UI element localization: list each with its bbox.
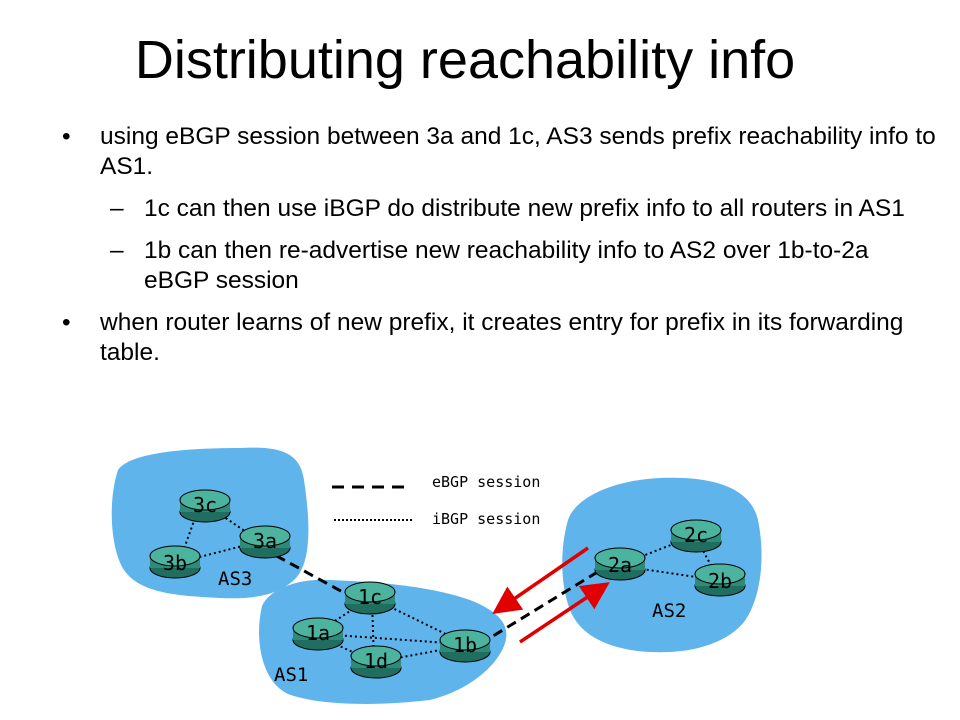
- bullet-list: • using eBGP session between 3a and 1c, …: [58, 122, 938, 380]
- ibgp-link-1a-1b: [319, 633, 463, 645]
- advert-arrow-up: [492, 546, 589, 614]
- bullet-mark: •: [62, 309, 71, 336]
- legend-ebgp-label: eBGP session: [432, 473, 540, 491]
- router-label-1c: 1c: [358, 585, 382, 609]
- bullet-item: • when router learns of new prefix, it c…: [58, 308, 938, 368]
- router-label-3a: 3a: [253, 529, 277, 553]
- as2-label: AS2: [652, 600, 686, 622]
- sub-bullet-item: – 1c can then use iBGP do distribute new…: [58, 194, 938, 224]
- as1-label: AS1: [274, 664, 308, 686]
- as2-cloud: [562, 477, 762, 653]
- bullet-text: when router learns of new prefix, it cre…: [100, 309, 904, 366]
- router-label-2a: 2a: [608, 553, 632, 577]
- router-1d: 1d: [350, 645, 402, 679]
- router-1a: 1a: [292, 617, 344, 651]
- sub-bullet-text: 1b can then re-advertise new reachabilit…: [144, 237, 869, 294]
- router-3a: 3a: [239, 525, 291, 559]
- router-2c: 2c: [670, 519, 722, 553]
- sub-bullet-item: – 1b can then re-advertise new reachabil…: [58, 236, 938, 296]
- advert-arrow-down: [519, 582, 610, 644]
- router-3c: 3c: [179, 489, 231, 523]
- sub-bullet-mark: –: [110, 237, 124, 264]
- router-2a: 2a: [594, 547, 646, 581]
- router-label-2b: 2b: [708, 569, 732, 593]
- sub-bullet-text: 1c can then use iBGP do distribute new p…: [144, 195, 905, 222]
- bullet-text: using eBGP session between 3a and 1c, AS…: [100, 123, 936, 180]
- router-label-3b: 3b: [163, 551, 187, 575]
- router-1b: 1b: [439, 629, 491, 663]
- as1-cloud: [259, 579, 507, 704]
- slide-title: Distributing reachability info: [134, 30, 796, 90]
- ibgp-link-3b-3a: [179, 541, 259, 563]
- router-label-3c: 3c: [193, 493, 217, 517]
- as3-label: AS3: [218, 568, 252, 590]
- legend-ibgp-label: iBGP session: [432, 510, 540, 528]
- router-2b: 2b: [694, 563, 746, 597]
- router-label-1b: 1b: [453, 633, 477, 657]
- ebgp-link-1b-2a: [479, 566, 605, 646]
- bullet-mark: •: [62, 123, 71, 150]
- sub-bullet-mark: –: [110, 195, 124, 222]
- router-3b: 3b: [149, 545, 201, 579]
- router-label-1d: 1d: [364, 649, 388, 673]
- router-label-1a: 1a: [306, 621, 330, 645]
- router-1c: 1c: [344, 581, 396, 615]
- router-label-2c: 2c: [684, 523, 708, 547]
- as3-cloud: [111, 447, 309, 599]
- bullet-item: • using eBGP session between 3a and 1c, …: [58, 122, 938, 182]
